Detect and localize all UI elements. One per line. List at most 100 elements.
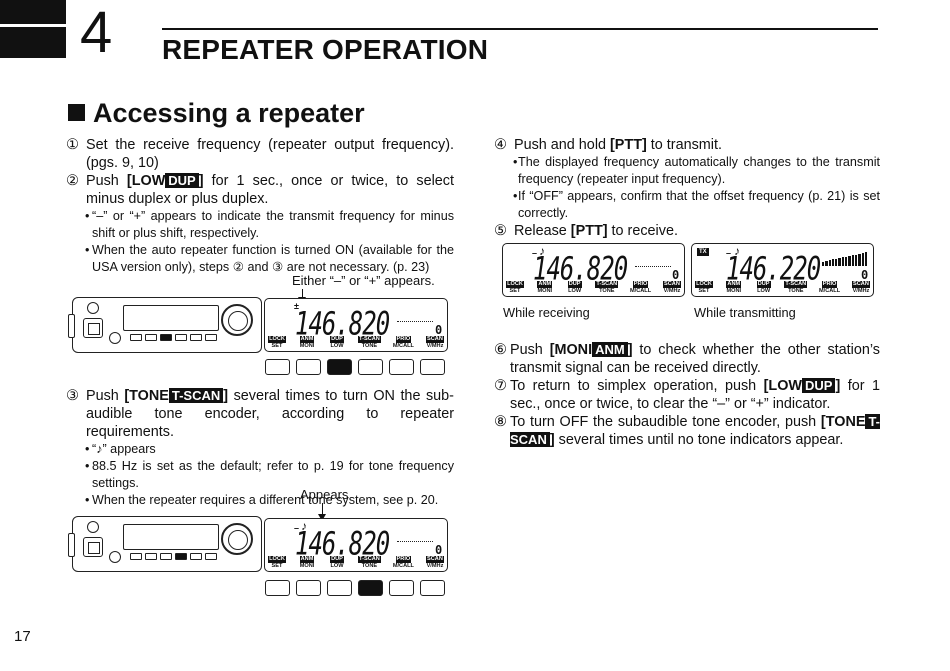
panel-key-tone-highlighted[interactable] bbox=[358, 580, 383, 596]
duplex-indicator: – bbox=[726, 248, 732, 258]
memory-digit: 0 bbox=[435, 323, 443, 337]
step-number: ⑦ bbox=[494, 378, 507, 394]
memory-digit: 0 bbox=[672, 268, 680, 282]
bullet: When the repeater requires a different t… bbox=[66, 492, 454, 509]
step-4: ④ Push and hold [PTT] to transmit. bbox=[494, 136, 880, 154]
mic-jack bbox=[83, 537, 103, 557]
radio-button bbox=[205, 334, 217, 341]
small-knob bbox=[109, 332, 121, 344]
key-low: [LOW bbox=[763, 378, 802, 394]
main-dial bbox=[221, 523, 253, 555]
radio-button-highlighted bbox=[160, 334, 172, 341]
radio-button bbox=[130, 334, 142, 341]
step-text: To turn OFF the subaudible tone encoder,… bbox=[510, 414, 821, 430]
panel-key-lock[interactable] bbox=[265, 359, 290, 375]
right-column: ④ Push and hold [PTT] to transmit. The d… bbox=[494, 136, 880, 240]
main-dial bbox=[221, 304, 253, 336]
step-text: to transmit. bbox=[646, 137, 722, 153]
panel-key-moni[interactable] bbox=[296, 580, 321, 596]
section-title-text: Accessing a repeater bbox=[93, 98, 365, 128]
step-text: several times to turn ON the sub-audible… bbox=[86, 388, 454, 440]
radio-button bbox=[205, 553, 217, 560]
dotted-scale bbox=[397, 541, 433, 542]
radio-button bbox=[130, 553, 142, 560]
step-number: ④ bbox=[494, 137, 507, 153]
step-text: Push bbox=[86, 388, 125, 404]
step-text: To return to simplex operation, push bbox=[510, 378, 764, 394]
panel-key-low-highlighted[interactable] bbox=[327, 359, 352, 375]
panel-key-vmhz[interactable] bbox=[420, 580, 445, 596]
step-text: Push bbox=[86, 173, 127, 189]
panel-key-moni[interactable] bbox=[296, 359, 321, 375]
step-text: Release bbox=[514, 223, 571, 239]
step-text: Set the receive frequency (repeater outp… bbox=[86, 137, 454, 171]
panel-key-low[interactable] bbox=[327, 580, 352, 596]
step-7: ⑦ To return to simplex operation, push [… bbox=[494, 377, 880, 413]
radio-body bbox=[68, 297, 262, 353]
header-rule bbox=[162, 28, 878, 30]
step-8: ⑧ To turn OFF the subaudible tone encode… bbox=[494, 413, 880, 449]
tone-icon: ♪ bbox=[539, 244, 545, 258]
radio-lcd bbox=[123, 524, 219, 550]
chapter-number: 4 bbox=[80, 0, 113, 65]
panel-key-mcall[interactable] bbox=[389, 580, 414, 596]
key-tone: [TONE bbox=[124, 388, 169, 404]
radio-button bbox=[145, 553, 157, 560]
key-tscan-badge: T-SCAN bbox=[168, 388, 224, 403]
radio-button bbox=[190, 553, 202, 560]
panel-key-vmhz[interactable] bbox=[420, 359, 445, 375]
step-1: ① Set the receive frequency (repeater ou… bbox=[66, 136, 454, 172]
mount-clip bbox=[68, 314, 75, 338]
step-text: to check whether the other station’s tra… bbox=[510, 342, 880, 376]
duplex-indicator: ± bbox=[294, 301, 299, 311]
panel-key-lock[interactable] bbox=[265, 580, 290, 596]
panel-key-tone[interactable] bbox=[358, 359, 383, 375]
step-5: ⑤ Release [PTT] to receive. bbox=[494, 222, 880, 240]
tone-icon: ♪ bbox=[734, 244, 740, 258]
key-anm-badge: ANM bbox=[592, 342, 628, 357]
radio-button-highlighted bbox=[175, 553, 187, 560]
signal-meter bbox=[822, 252, 868, 266]
step-text: for 1 sec., once or twice, to clear the … bbox=[510, 378, 880, 412]
bullet: The displayed frequency automatically ch… bbox=[494, 154, 880, 188]
step-number: ③ bbox=[66, 388, 79, 404]
step-text: Push bbox=[510, 342, 550, 358]
memory-digit: 0 bbox=[435, 543, 443, 557]
panel-button-row bbox=[265, 359, 445, 375]
radio-body bbox=[68, 516, 262, 572]
mic-jack bbox=[83, 318, 103, 338]
bullet: “–” or “+” appears to indicate the trans… bbox=[66, 208, 454, 242]
callout-appears: Appears bbox=[300, 487, 349, 502]
panel-key-mcall[interactable] bbox=[389, 359, 414, 375]
memory-digit: 0 bbox=[861, 268, 869, 282]
small-knob bbox=[87, 521, 99, 533]
callout-arrow bbox=[318, 503, 326, 521]
step-number: ⑤ bbox=[494, 223, 507, 239]
key-ptt: [PTT] bbox=[610, 137, 647, 153]
key-bracket: ] bbox=[198, 173, 204, 189]
radio-button bbox=[190, 334, 202, 341]
